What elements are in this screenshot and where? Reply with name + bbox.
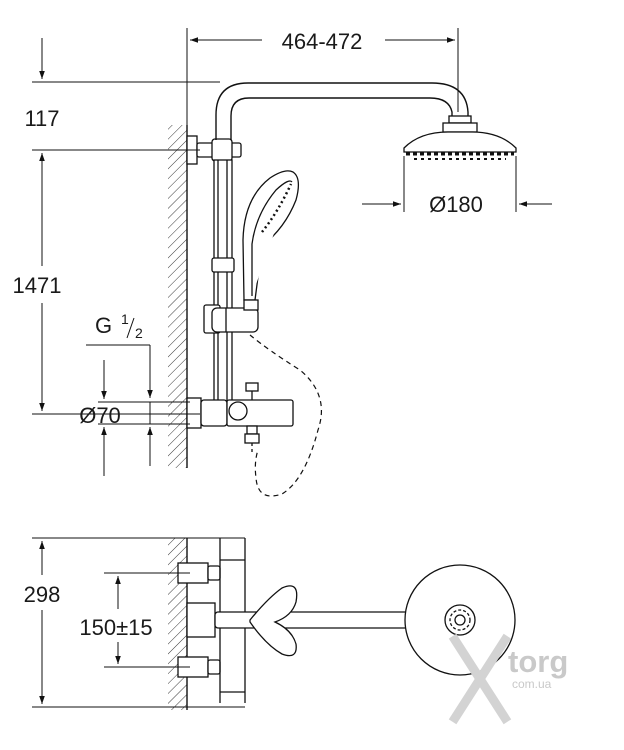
dim-thread-den: 2 [135,325,143,341]
dim-arm-drop-label: 117 [24,106,59,131]
plan-head-shower [404,564,516,676]
dim-inlet-spacing [104,572,190,668]
shower-rail [211,159,235,403]
dim-top-span-label: 464-472 [282,29,363,54]
dim-top-span [186,28,459,125]
plan-view: 298 150±15 [24,537,516,710]
dim-thread-num: 1 [121,311,129,327]
xtorg-domain: com.ua [512,677,552,691]
plan-inlets [177,562,221,678]
dim-thread [86,344,153,398]
dim-mixer-diameter-label: Ø70 [79,403,121,428]
dim-inlet-spacing-label: 150±15 [79,615,152,640]
plan-hand-shower [249,585,298,657]
dim-plan-depth [32,537,245,708]
hand-shower [242,170,300,301]
dim-mixer-diameter [98,360,190,476]
dim-plan-depth-label: 298 [24,582,61,607]
dim-head-diameter [362,156,552,212]
dim-rail-height [32,153,200,415]
shower-arm [215,82,469,140]
front-view: 464-472 117 1471 G 1 2 [13,28,552,497]
wall-section [168,125,188,468]
shower-hose [249,334,322,497]
dim-thread-main: G [95,313,112,338]
head-shower [403,115,517,160]
xtorg-logo: torg com.ua [448,633,568,725]
dim-rail-height-label: 1471 [13,273,62,298]
xtorg-x-mark [448,633,512,725]
xtorg-brand: torg [508,644,568,679]
hand-shower-holder [203,299,259,334]
dim-head-diameter-label: Ø180 [429,192,483,217]
dim-arm-drop [32,38,220,192]
dim-thread-fraction-bar [126,317,135,339]
thermostat-mixer [186,382,294,455]
